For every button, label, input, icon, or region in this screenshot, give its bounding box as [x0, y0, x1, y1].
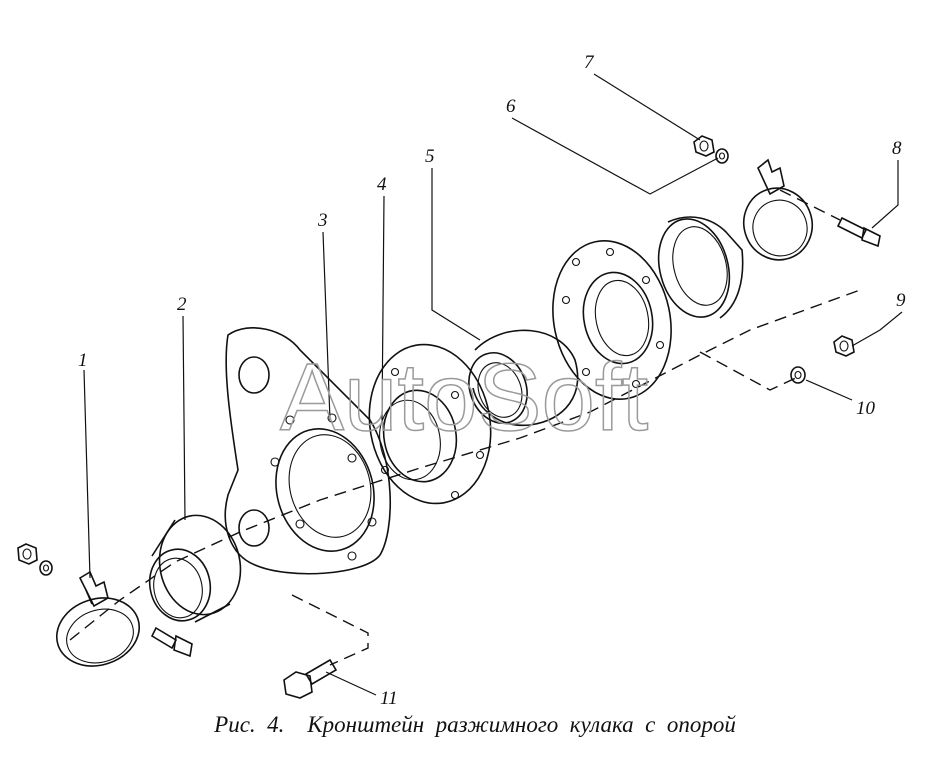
callout-leaders: [83, 73, 903, 696]
support-flange-plate: [552, 240, 672, 400]
part-11-bolt: [283, 658, 338, 699]
left-nut-washer: [17, 543, 53, 576]
part-9-nut: [833, 335, 855, 357]
callout-2: 2: [177, 294, 187, 315]
watermark: AutoSoft: [280, 344, 648, 451]
right-clamp: [743, 158, 813, 261]
callout-5: 5: [425, 146, 435, 167]
callout-9: 9: [896, 290, 906, 311]
callout-10: 10: [856, 398, 876, 419]
callout-6: 6: [506, 96, 516, 117]
part-1-clamp: [55, 570, 141, 667]
callout-1: 1: [78, 350, 88, 371]
part-10-washer: [790, 366, 806, 384]
part-3-bracket: [224, 327, 392, 575]
part-8-bolt: [836, 216, 881, 248]
part-5-sphere-bushing: [468, 329, 579, 427]
figure-caption: Рис. 4. Кронштейн разжимного кулака с оп…: [214, 712, 736, 737]
part-2-bushing: [148, 514, 242, 623]
part-6-washer: [715, 148, 729, 164]
callout-8: 8: [892, 138, 902, 159]
callout-4: 4: [377, 174, 387, 195]
callout-numbers: 1 2 3 4 5 6 7 8 9 10 11: [78, 52, 906, 709]
part-7-nut: [693, 135, 715, 157]
callout-3: 3: [317, 210, 328, 231]
callout-7: 7: [584, 52, 595, 73]
right-bushing: [657, 216, 744, 319]
left-bolt: [150, 626, 193, 658]
assembly-axis-lines: [69, 189, 861, 666]
callout-11: 11: [380, 688, 398, 709]
